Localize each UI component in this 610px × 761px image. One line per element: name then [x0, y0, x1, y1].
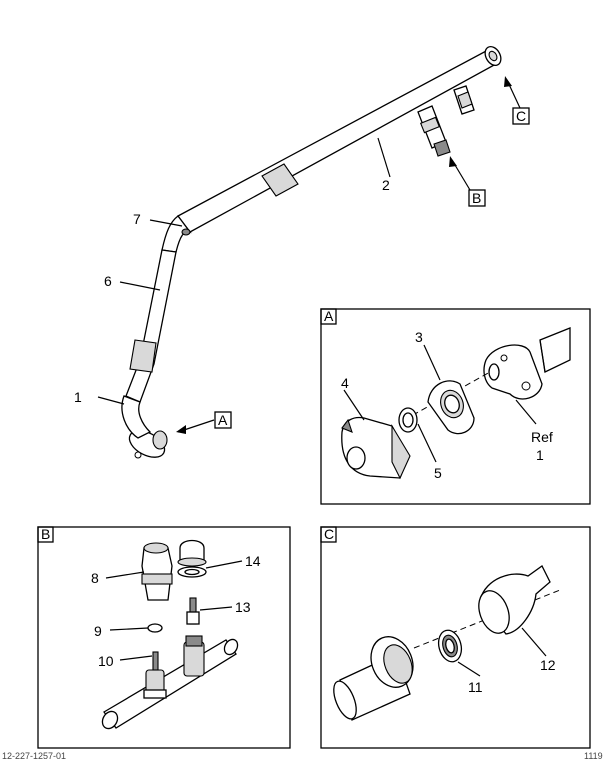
- view-marker-b: B: [468, 189, 486, 207]
- callout-13: 13: [235, 599, 251, 615]
- callout-6: 6: [104, 273, 112, 289]
- callout-4: 4: [341, 375, 349, 391]
- detail-view-b: B 8 9 10 14 13: [37, 526, 291, 749]
- callout-7: 7: [133, 211, 141, 227]
- footer-sheet-number: 1119: [584, 751, 603, 761]
- callout-8: 8: [91, 570, 99, 586]
- callout-2: 2: [382, 177, 390, 193]
- callout-12: 12: [540, 657, 556, 673]
- callout-11: 11: [468, 679, 483, 695]
- callout-10: 10: [98, 653, 114, 669]
- svg-text:B: B: [41, 526, 50, 542]
- callout-5: 5: [434, 465, 442, 481]
- main-leaders: [97, 76, 521, 434]
- svg-text:A: A: [218, 412, 228, 428]
- callout-14: 14: [245, 553, 261, 569]
- svg-text:C: C: [516, 108, 526, 124]
- svg-text:B: B: [472, 190, 481, 206]
- main-callouts: 1 6 7 2: [74, 177, 390, 405]
- detail-view-a: A 4 3 5 Ref 1: [320, 308, 591, 505]
- ref-label: Ref: [531, 429, 553, 445]
- view-marker-c: C: [512, 107, 530, 125]
- service-fittings: [417, 85, 475, 157]
- callout-1: 1: [74, 389, 82, 405]
- callout-9: 9: [94, 623, 102, 639]
- view-marker-a: A: [214, 411, 232, 429]
- svg-text:A: A: [324, 308, 334, 324]
- callout-3: 3: [415, 329, 423, 345]
- svg-text:C: C: [324, 526, 334, 542]
- detail-view-c: C 11 12: [320, 526, 591, 749]
- ref-number: 1: [536, 447, 544, 463]
- tube-assembly: [121, 46, 502, 459]
- footer-illustration-id: 12-227-1257-01: [2, 751, 66, 761]
